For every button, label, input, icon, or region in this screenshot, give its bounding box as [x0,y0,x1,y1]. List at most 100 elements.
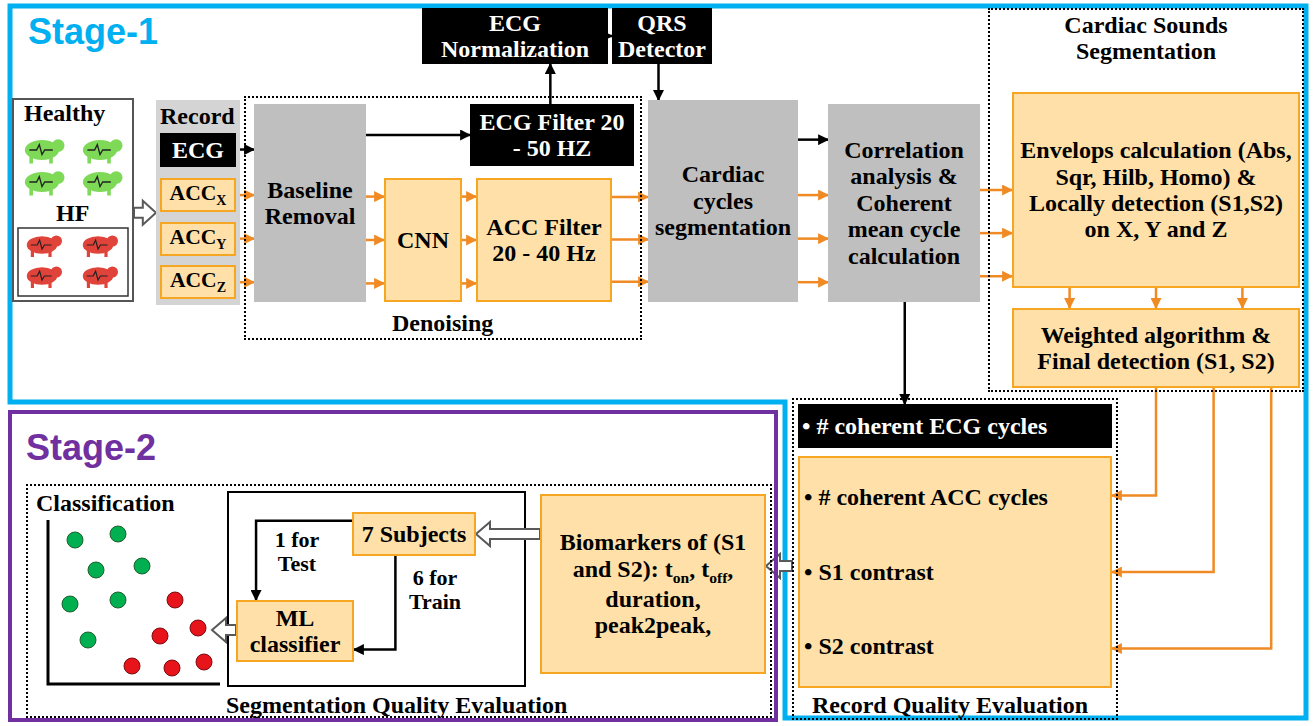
edge-label: 1 for Test [262,528,332,576]
flow-arrow [462,282,476,285]
hollow-arrow [476,522,540,546]
flow-arrow [1241,288,1244,308]
flow-arrow [1112,388,1156,495]
hollow-arrow [212,618,236,642]
flow-arrow [1155,288,1158,308]
box-text: • S2 contrast [804,633,1106,659]
group-label: Cardiac Sounds Segmentation [1046,12,1246,65]
process-box: ECG Filter 20 - 50 HZ [470,104,634,166]
group-label: Record Quality Evaluation [812,692,1088,718]
group-label: HF [56,200,89,226]
flow-arrow [904,302,907,404]
box-text: Baseline Removal [258,177,362,230]
group-region: Record Quality Evaluation • # coherent EC… [792,398,1118,720]
edge-label: 6 for Train [400,566,470,614]
class-a-dots [62,526,150,648]
group-label: Classification [36,490,175,516]
flow-arrow [354,556,395,650]
flow-arrow [798,138,828,141]
flow-arrow [798,194,828,197]
box-text: CNN [397,227,449,253]
group-label: Denoising [392,310,493,336]
group-region: Segmentation Quality Evaluation Classific… [26,484,772,718]
box-text: • # coherent ECG cycles [802,413,1108,439]
hf-frame [18,228,128,296]
process-box: Baseline Removal [254,104,366,302]
process-box: ACC Filter 20 - 40 Hz [476,178,612,302]
group-label: Healthy [24,100,105,126]
flow-arrow [1112,388,1271,649]
group-region: Denoising Baseline Removal ECG Filter 20 -… [244,96,642,340]
signal-box: ECG [160,133,236,167]
signal-box: ACCZ [160,265,236,299]
flow-arrow [549,64,552,104]
box-text: 7 Subjects [362,521,467,547]
box-text: ECG Normalization [426,10,604,63]
flow-arrow [980,232,1012,235]
plot-axes [48,520,220,684]
flow-arrow [612,196,648,199]
box-text: ML classifier [242,605,348,658]
process-box: 7 Subjects [352,512,476,556]
process-box: Cardiac cycles segmentation [648,100,798,302]
flow-arrow [366,195,384,198]
process-box: Envelops calculation (Abs, Sqr, Hilb, Ho… [1012,92,1300,288]
box-text: ACCY [170,226,227,253]
process-box: ML classifier [236,600,354,662]
flow-arrow [1068,288,1071,308]
flow-arrow [657,64,660,100]
flow-arrow [612,238,648,241]
record-panel: RecordECG ACCX ACCY ACCZ [156,100,240,305]
box-text: ECG Filter 20 - 50 HZ [474,109,630,162]
flow-arrow [256,521,352,600]
healthy-pigs [25,139,123,195]
box-text: Envelops calculation (Abs, Sqr, Hilb, Ho… [1018,137,1294,243]
box-text: ACCZ [170,269,226,296]
flow-arrow [366,134,470,137]
flow-arrow [1112,388,1214,572]
box-text: Biomarkers of (S1 and S2): ton, toff, du… [546,529,760,638]
cv-frame [228,492,525,686]
process-box: ECG Normalization [422,8,608,64]
signal-box: ACCX [160,178,236,212]
flow-arrow [366,282,384,285]
flow-arrow [980,189,1012,192]
box-text: Cardiac cycles segmentation [652,161,794,240]
subject-group: HealthyHF [12,98,134,302]
box-text: Weighted algorithm & Final detection (S1… [1018,322,1294,375]
flow-arrow [366,239,384,242]
hollow-arrow [134,201,156,225]
box-text: ECG [172,137,224,163]
signal-box: ACCY [160,222,236,256]
group-label: Record [160,103,235,129]
stage1-outline [10,6,1306,718]
flow-arrow [612,281,648,284]
flow-arrow [798,281,828,284]
process-box: CNN [384,178,462,302]
box-text: ACCX [170,182,227,209]
box-text: • # coherent ACC cycles [804,484,1106,510]
process-box: Biomarkers of (S1 and S2): ton, toff, du… [540,494,766,674]
box-text: ACC Filter 20 - 40 Hz [482,214,606,267]
flow-arrow [462,195,476,198]
flow-arrow [462,239,476,242]
hf-pigs [27,235,118,288]
process-box: Weighted algorithm & Final detection (S1… [1012,308,1300,388]
group-label: Segmentation Quality Evaluation [226,692,567,718]
class-b-dots [124,592,212,676]
group-label: Stage-2 [26,428,156,468]
box-text: Correlation analysis & Coherent mean cyc… [832,137,976,269]
box-text: QRS Detector [616,10,708,63]
flow-arrow [798,237,828,240]
process-box: Correlation analysis & Coherent mean cyc… [828,104,980,302]
process-box: QRS Detector [612,8,712,64]
metric-box: • # coherent ACC cycles • S1 contrast • S2… [798,456,1112,688]
classification-plot: Classification [32,490,212,690]
group-label: Stage-1 [28,12,158,52]
stage-region: Stage-2Segmentation Quality Evaluation Cl… [8,410,778,722]
flow-arrow [980,275,1012,278]
box-text: • S1 contrast [804,559,1106,585]
group-region: Cardiac Sounds SegmentationEnvelops calc… [988,8,1304,392]
hollow-arrow [766,554,792,578]
metric-box: • # coherent ECG cycles [798,404,1112,448]
